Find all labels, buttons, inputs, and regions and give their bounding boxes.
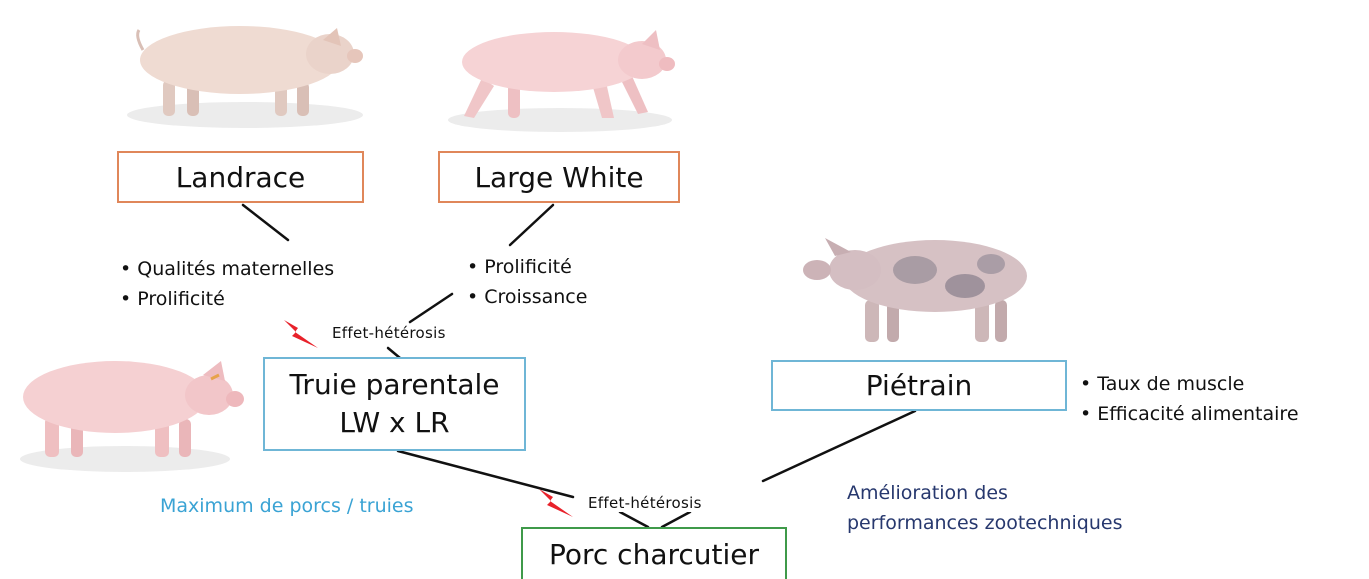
large-white-box: Large White: [438, 151, 680, 203]
pietrain-trait: Efficacité alimentaire: [1080, 399, 1299, 429]
porc-note-line-1: Amélioration des: [847, 478, 1122, 508]
truie-line-2: LW x LR: [289, 404, 499, 442]
line-landrace-to-traits: [243, 205, 288, 240]
large-white-trait: Prolificité: [467, 252, 587, 282]
line-pietrain-to-porc: [763, 411, 915, 481]
line-heterosis2-left: [620, 512, 648, 527]
pietrain-pig-image: [795, 230, 1035, 350]
truie-parentale-box: Truie parentale LW x LR: [263, 357, 526, 451]
truie-line-1: Truie parentale: [289, 366, 499, 404]
landrace-trait: Prolificité: [120, 284, 334, 314]
line-heterosis2-right: [662, 512, 690, 527]
pietrain-label: Piétrain: [866, 369, 972, 402]
porc-note: Amélioration des performances zootechniq…: [847, 478, 1122, 538]
pietrain-trait: Taux de muscle: [1080, 369, 1299, 399]
large-white-pig-image: [442, 18, 682, 133]
porc-charcutier-label: Porc charcutier: [549, 538, 759, 571]
large-white-traits: Prolificité Croissance: [467, 252, 587, 312]
line-traits-to-heterosis: [410, 294, 452, 322]
porc-note-line-2: performances zootechniques: [847, 508, 1122, 538]
landrace-box: Landrace: [117, 151, 364, 203]
large-white-label: Large White: [474, 161, 643, 194]
landrace-pig-image: [125, 10, 370, 130]
landrace-label: Landrace: [176, 161, 306, 194]
truie-note: Maximum de porcs / truies: [160, 495, 414, 517]
truie-pig-image: [15, 345, 250, 475]
heterosis-label-2: Effet-hétérosis: [586, 494, 704, 512]
heterosis-bolt-icon: [282, 318, 322, 352]
landrace-traits: Qualités maternelles Prolificité: [120, 254, 334, 314]
pietrain-traits: Taux de muscle Efficacité alimentaire: [1080, 369, 1299, 429]
pietrain-box: Piétrain: [771, 360, 1067, 411]
heterosis-label: Effet-hétérosis: [330, 324, 448, 342]
line-largewhite-to-traits: [510, 205, 553, 245]
large-white-trait: Croissance: [467, 282, 587, 312]
landrace-trait: Qualités maternelles: [120, 254, 334, 284]
porc-charcutier-box: Porc charcutier: [521, 527, 787, 579]
heterosis-bolt-icon-2: [537, 487, 577, 521]
